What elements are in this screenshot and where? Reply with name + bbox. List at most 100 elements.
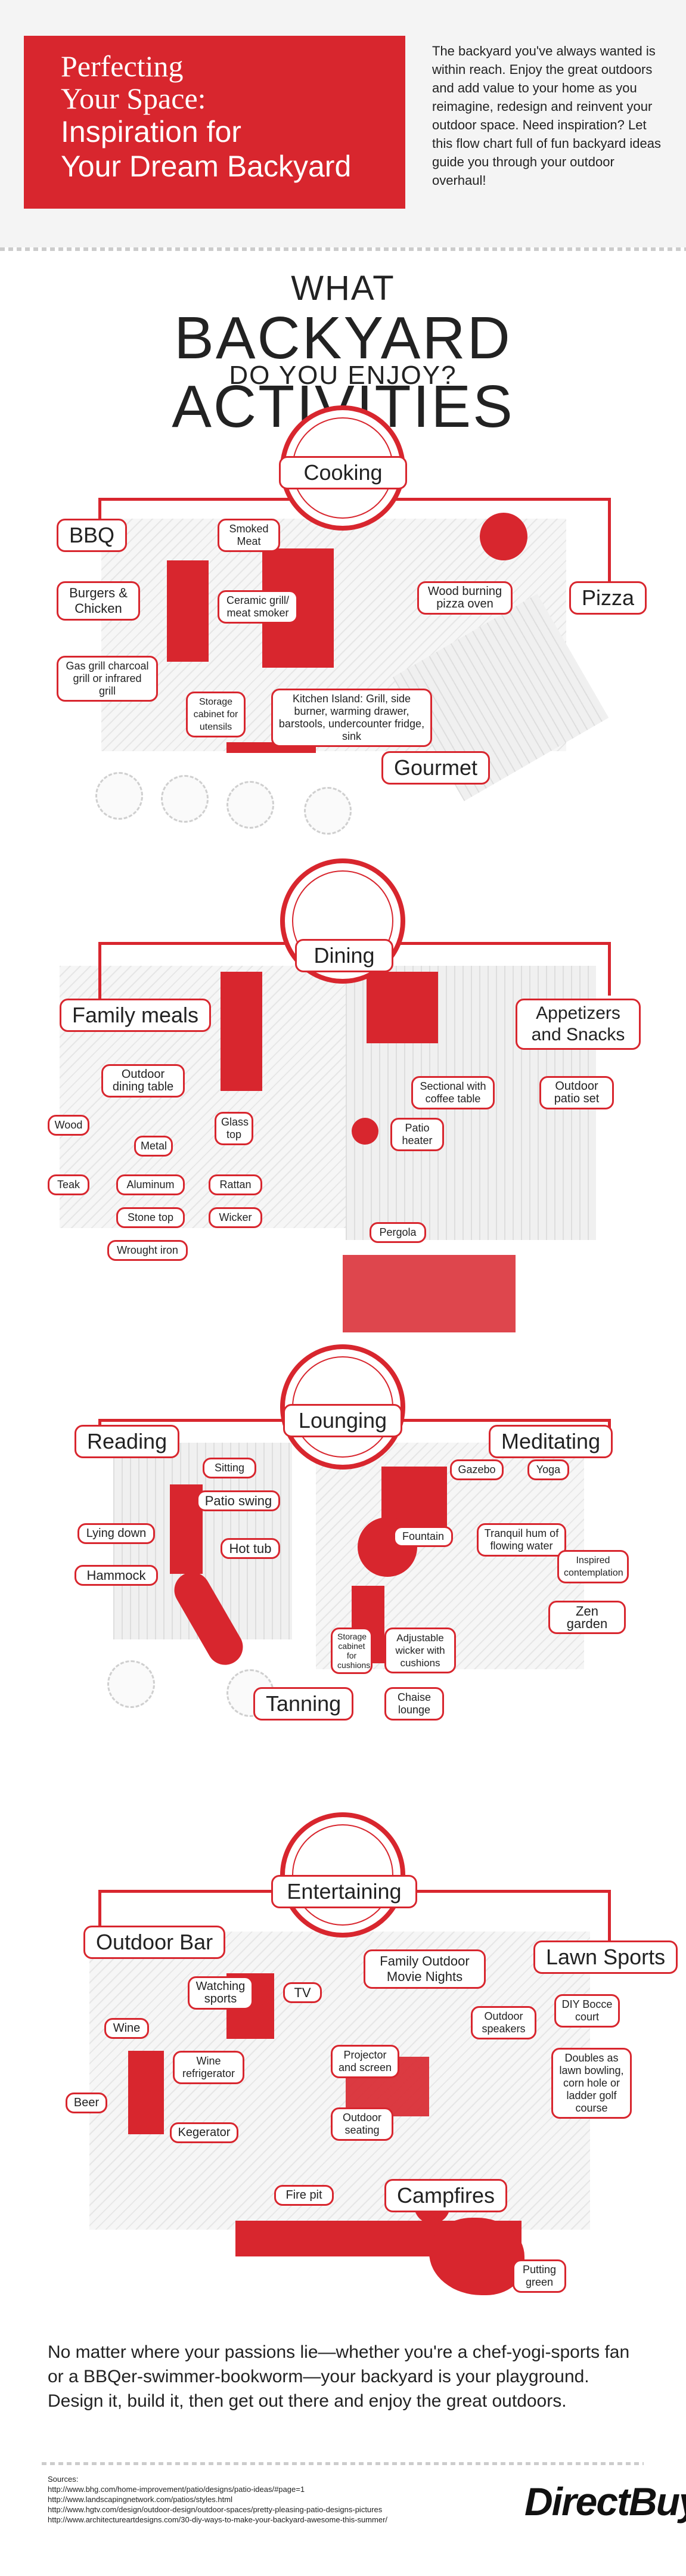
- patio-heater-label: Patio heater: [390, 1118, 444, 1151]
- wine-label: Wine: [104, 2018, 149, 2039]
- storage-cushions-label: Storage cabinet for cushions: [331, 1628, 373, 1674]
- title-line-2: Your Space:: [61, 82, 206, 115]
- aluminum-label: Aluminum: [116, 1174, 185, 1195]
- main-title-line-1: WHAT: [291, 269, 395, 308]
- wicker-label: Wicker: [209, 1207, 262, 1228]
- sitting-label: Sitting: [203, 1458, 256, 1478]
- watching-sports-label: Watching sports: [188, 1976, 253, 2010]
- sectional-label: Sectional with coffee table: [411, 1076, 495, 1109]
- reading-label: Reading: [75, 1425, 180, 1458]
- inspired-label: Inspired contemplation: [557, 1550, 629, 1583]
- chaise-label: Chaise lounge: [384, 1687, 444, 1721]
- header-title-box: Perfecting Your Space: Inspiration for Y…: [24, 36, 405, 209]
- meditating-label: Meditating: [489, 1425, 613, 1458]
- patio-swing-label: Patio swing: [197, 1490, 280, 1511]
- wood-label: Wood: [48, 1115, 89, 1136]
- family-meals-label: Family meals: [60, 999, 212, 1032]
- fountain-label: Fountain: [393, 1526, 453, 1547]
- grill-island: [167, 560, 209, 662]
- outdoor-table-label: Outdoor dining table: [101, 1064, 185, 1098]
- putting-green: [429, 2218, 524, 2295]
- entertaining-label: Entertaining: [271, 1875, 417, 1908]
- pergola-label: Pergola: [370, 1222, 426, 1243]
- rattan-label: Rattan: [209, 1174, 262, 1195]
- campfires-label: Campfires: [384, 2179, 508, 2212]
- source-link[interactable]: http://www.hgtv.com/design/outdoor-desig…: [48, 2505, 383, 2514]
- patio-heater: [352, 1118, 378, 1145]
- tanning-label: Tanning: [253, 1687, 354, 1721]
- cooking-label: Cooking: [279, 456, 407, 489]
- tree: [107, 1660, 155, 1708]
- putting-green-label: Putting green: [513, 2259, 566, 2293]
- sources-label: Sources:: [48, 2475, 79, 2484]
- connector: [98, 1890, 101, 1935]
- connector: [608, 498, 611, 581]
- tree: [95, 772, 143, 820]
- hot-tub-label: Hot tub: [221, 1538, 280, 1559]
- sources: Sources: http://www.bhg.com/home-improve…: [48, 2474, 584, 2525]
- ceramic-grill-label: Ceramic grill/ meat smoker: [218, 590, 298, 624]
- outdoor-seating-label: Outdoor seating: [331, 2107, 393, 2141]
- title: Perfecting Your Space:: [61, 50, 206, 114]
- wine-fridge-label: Wine refrigerator: [173, 2051, 244, 2084]
- connector: [98, 942, 101, 999]
- wood-oven-label: Wood burning pizza oven: [417, 581, 513, 615]
- connector: [98, 498, 101, 534]
- source-link[interactable]: http://www.architectureartdesigns.com/30…: [48, 2515, 388, 2524]
- pizza-table: [480, 513, 527, 560]
- gas-grill-label: Gas grill charcoal grill or infrared gri…: [57, 656, 158, 702]
- divider: [0, 247, 686, 251]
- tree: [161, 775, 209, 823]
- lounging-label: Lounging: [283, 1404, 402, 1437]
- source-link[interactable]: http://www.bhg.com/home-improvement/pati…: [48, 2485, 305, 2494]
- intro-text: The backyard you've always wanted is wit…: [432, 44, 661, 188]
- wrought-iron-label: Wrought iron: [107, 1240, 188, 1261]
- burgers-label: Burgers & Chicken: [57, 581, 140, 621]
- beer-label: Beer: [66, 2093, 107, 2113]
- hammock-label: Hammock: [75, 1565, 158, 1586]
- projector-label: Projector and screen: [331, 2045, 399, 2078]
- tv-label: TV: [283, 1982, 322, 2003]
- glass-top-label: Glass top: [215, 1112, 253, 1145]
- connector: [608, 1890, 611, 1943]
- zen-garden-label: Zen garden: [548, 1601, 626, 1634]
- metal-label: Metal: [134, 1136, 173, 1157]
- subtitle: Inspiration for Your Dream Backyard: [61, 114, 351, 184]
- directbuy-logo: DirectBuy: [524, 2479, 686, 2524]
- divider: [42, 2462, 644, 2465]
- main-title-line-3: DO YOU ENJOY?: [229, 361, 457, 390]
- adjustable-wicker-label: Adjustable wicker with cushions: [384, 1628, 456, 1673]
- sectional: [367, 972, 438, 1043]
- title-line-1: Perfecting: [61, 49, 184, 83]
- lawn-sports-label: Lawn Sports: [533, 1940, 678, 1974]
- lying-down-label: Lying down: [77, 1523, 155, 1544]
- closing-text: No matter where your passions lie—whethe…: [48, 2342, 630, 2411]
- teak-label: Teak: [48, 1174, 89, 1195]
- pergola: [343, 1255, 516, 1332]
- yoga-label: Yoga: [527, 1459, 569, 1480]
- tranquil-label: Tranquil hum of flowing water: [477, 1523, 566, 1557]
- tree: [304, 787, 352, 835]
- bocce-label: DIY Bocce court: [554, 1994, 620, 2028]
- kegerator-label: Kegerator: [170, 2122, 238, 2143]
- fire-pit-label: Fire pit: [274, 2185, 334, 2206]
- gazebo-label: Gazebo: [450, 1459, 504, 1480]
- tree: [226, 781, 274, 829]
- source-link[interactable]: http://www.landscapingnetwork.com/patios…: [48, 2495, 232, 2504]
- stone-top-label: Stone top: [116, 1207, 185, 1228]
- bbq-label: BBQ: [57, 519, 128, 552]
- kitchen-island-label: Kitchen Island: Grill, side burner, warm…: [271, 689, 432, 747]
- outdoor-bar-label: Outdoor Bar: [83, 1926, 226, 1959]
- patio-set-label: Outdoor patio set: [539, 1076, 614, 1109]
- storage-label: Storage cabinet for utensils: [186, 692, 246, 737]
- dining-label: Dining: [295, 939, 393, 972]
- subtitle-line-1: Inspiration for: [61, 115, 241, 148]
- connector: [608, 942, 611, 996]
- speakers-label: Outdoor speakers: [471, 2006, 536, 2039]
- gourmet-label: Gourmet: [381, 751, 491, 785]
- entertaining-floor: [89, 1932, 590, 2230]
- doubles-label: Doubles as lawn bowling, corn hole or la…: [551, 2048, 632, 2119]
- header: Perfecting Your Space: Inspiration for Y…: [0, 0, 686, 247]
- dining-table: [221, 972, 262, 1091]
- appetizers-label: Appetizers and Snacks: [516, 999, 641, 1050]
